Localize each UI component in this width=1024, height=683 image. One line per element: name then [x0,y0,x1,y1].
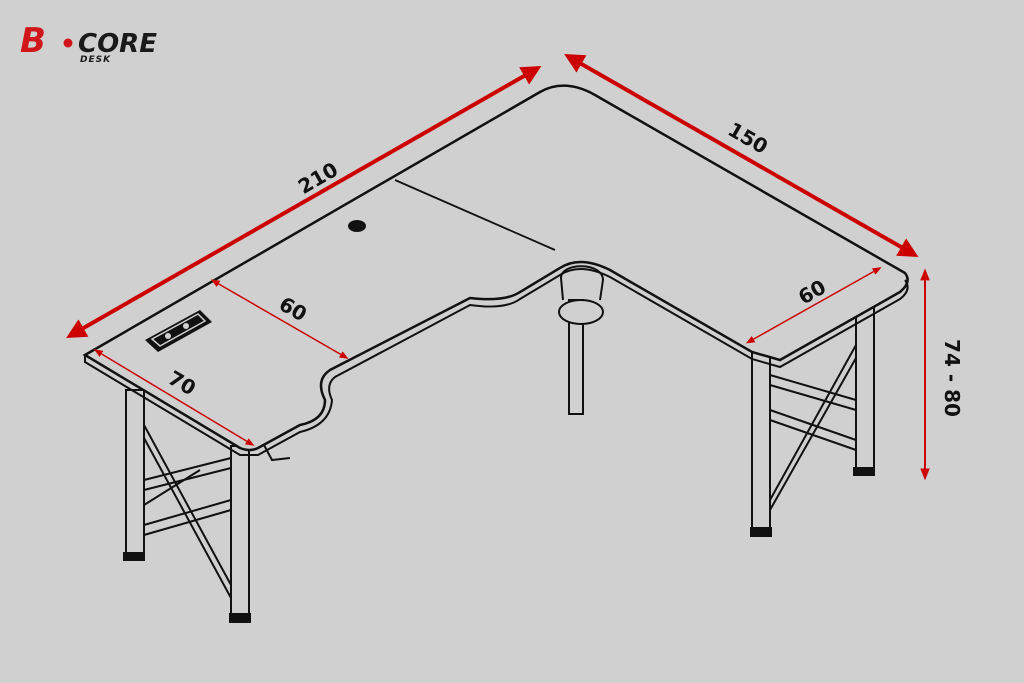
right-back-leg [855,299,875,473]
cable-grommet [348,220,366,232]
arrow-depth-right [745,267,882,344]
left-leg-frame [123,389,291,623]
arrow-depth-middle [210,279,349,359]
tabletop-surface [82,84,909,452]
left-cross-brace-a [143,424,232,599]
arrow-length-side [564,54,919,257]
label-length-side: 150 [724,117,772,159]
right-back-foot [853,467,875,476]
left-bracket [263,444,291,462]
post-base-plate [558,299,604,325]
socket-outlet-2 [183,323,189,329]
right-upper-rail [769,374,857,411]
label-height: 74 - 80 [940,339,964,417]
left-front-foot [229,613,251,623]
left-front-leg [230,445,250,619]
logo-letter: B [20,21,46,61]
left-back-foot [123,552,145,561]
logo-word: CORE [78,29,157,59]
left-lower-rail [143,499,232,536]
desk-tabletop [82,84,909,456]
right-cross-brace [769,344,857,511]
logo-subword: DESK [80,55,111,65]
right-front-leg [751,349,771,533]
left-upper-rail [143,457,232,491]
dimension-arrows [66,54,930,481]
right-lower-rail [769,409,857,451]
arrow-length-back [66,66,542,338]
socket-outlet-1 [165,333,171,339]
left-back-leg [125,389,145,559]
arrow-depth-left [93,349,255,446]
left-cross-brace-b [143,469,201,506]
right-front-foot [750,527,772,537]
logo-dot [63,38,73,48]
brand-logo: B CORE DESK [20,21,157,65]
